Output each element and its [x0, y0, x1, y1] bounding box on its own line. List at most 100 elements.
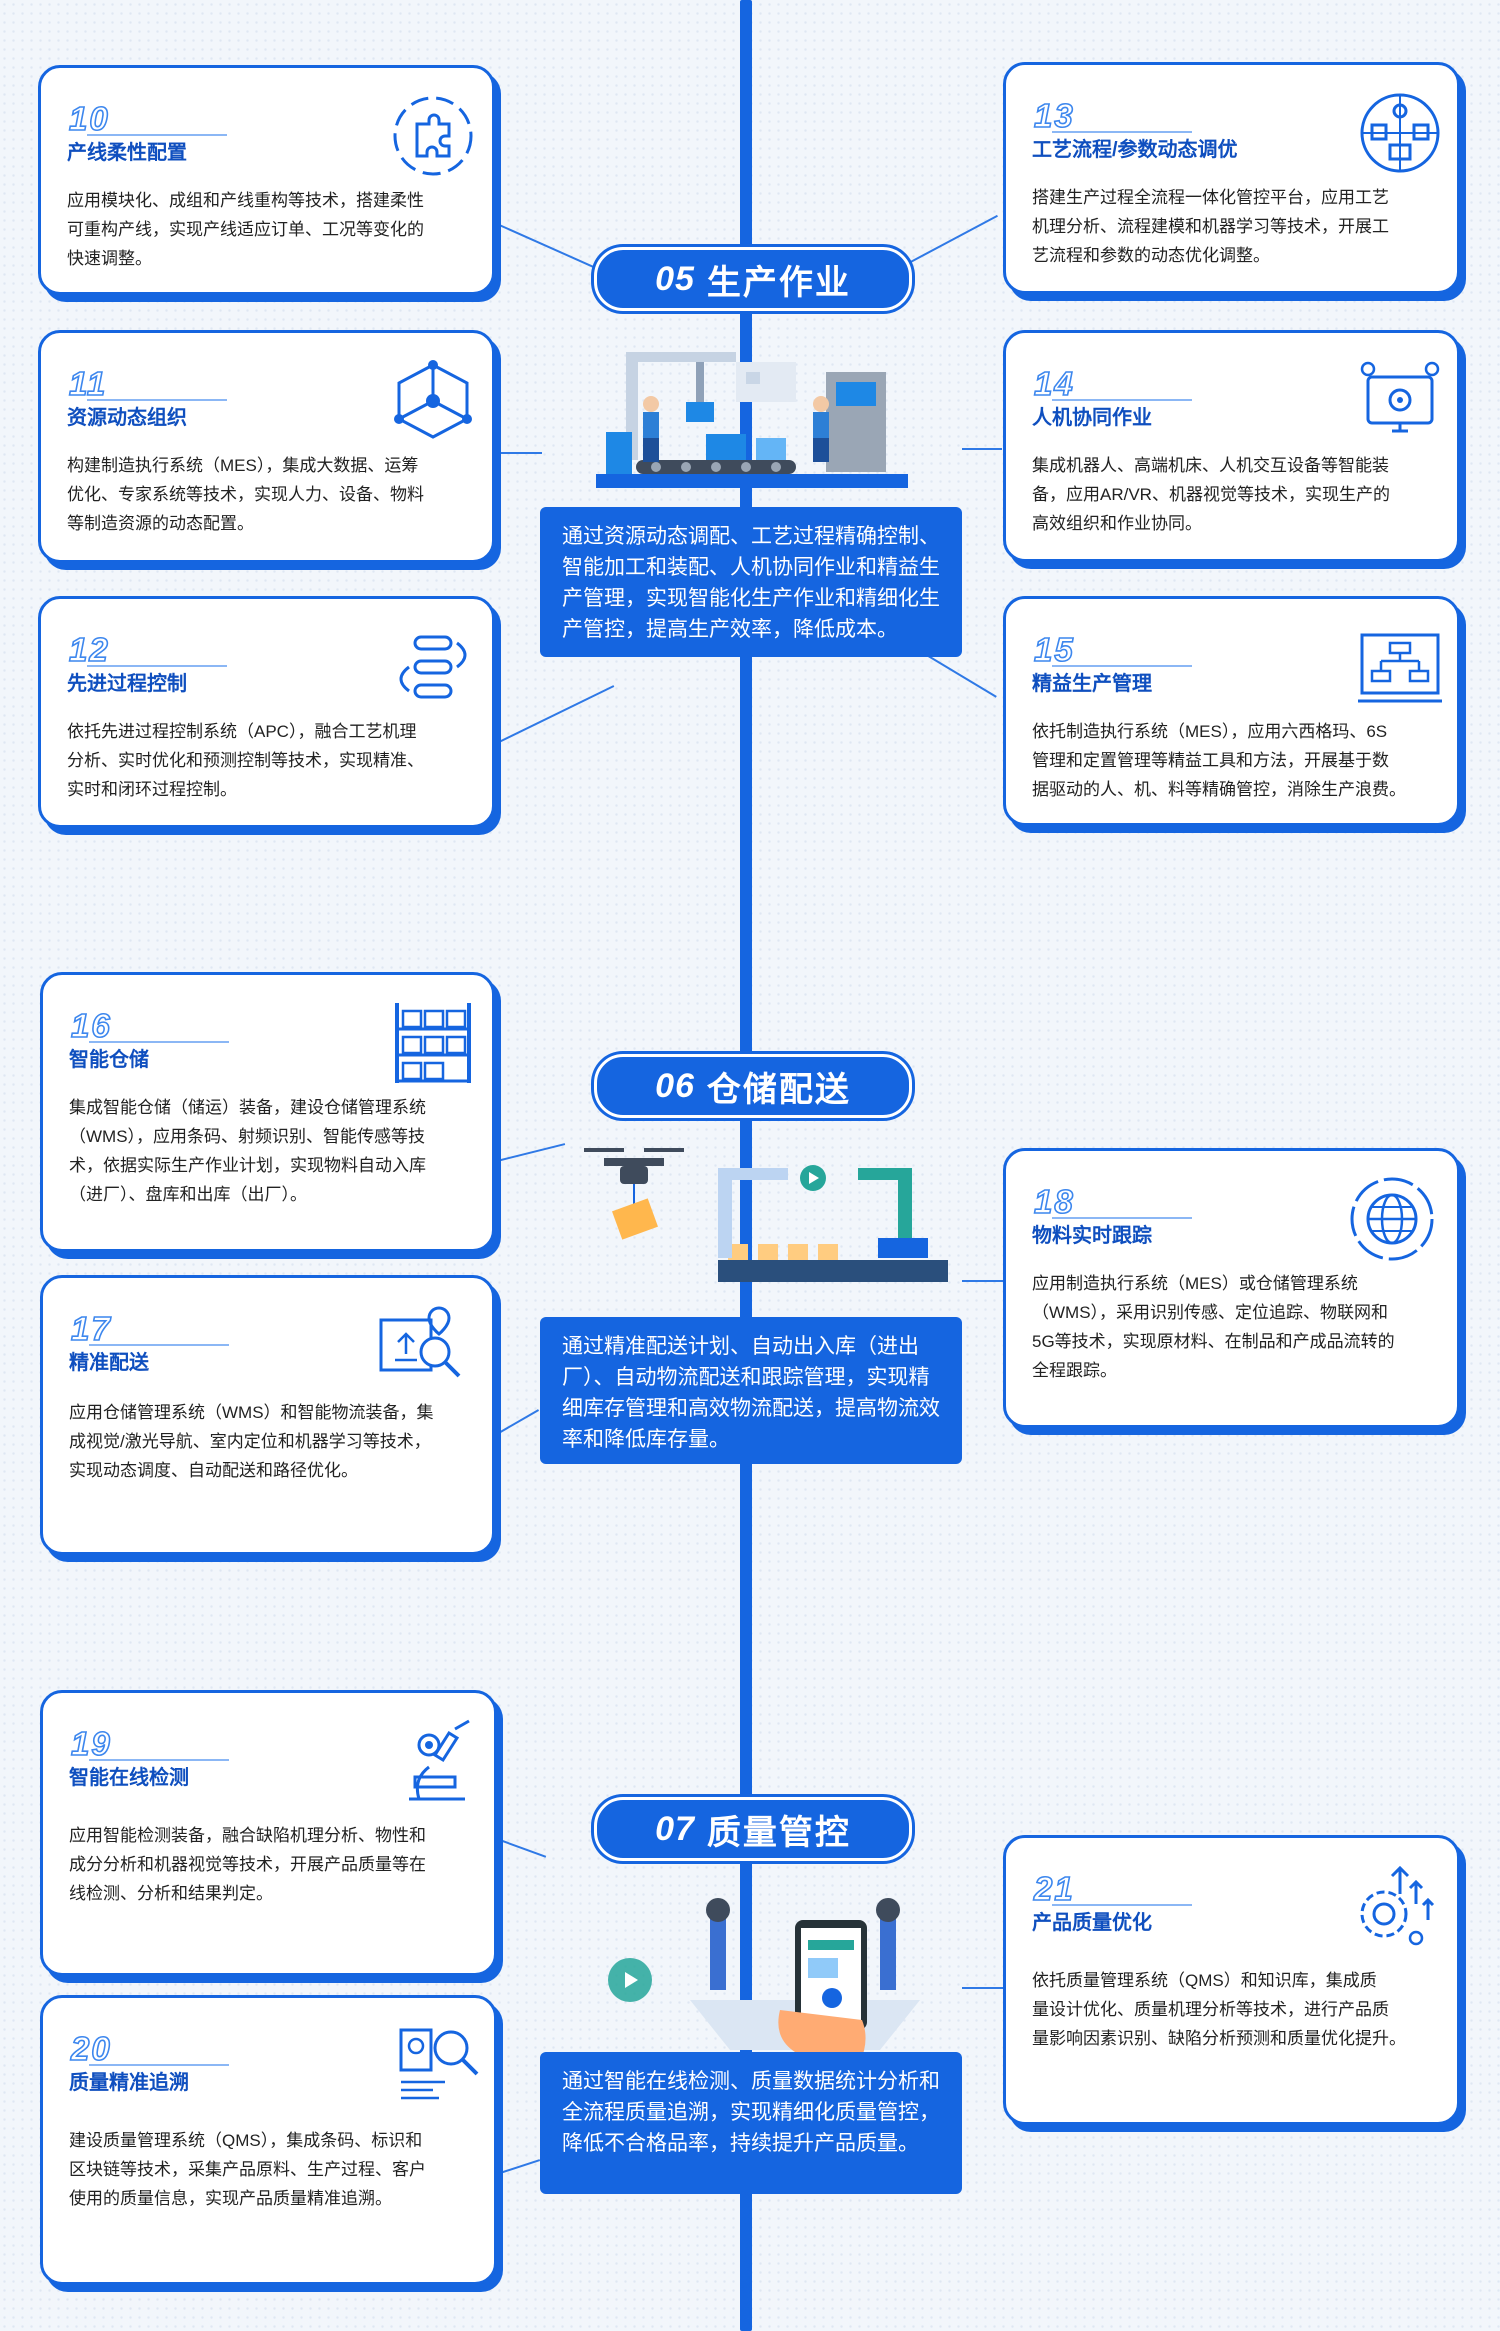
card-number: 14 [1033, 365, 1075, 402]
desc-line: 量设计优化、质量机理分析等技术，进行产品质 [1032, 2000, 1389, 2019]
desc-line: （WMS），采用识别传感、定位追踪、物联网和 [1032, 1303, 1389, 1322]
card-13: 13 工艺流程/参数动态调优 搭建生产过程全流程一体化管控平台，应用工艺 机理分… [1003, 62, 1460, 294]
org-chart-icon [1354, 621, 1446, 713]
card-18: 18 物料实时跟踪 应用制造执行系统（MES）或仓储管理系统 （WMS），采用识… [1003, 1148, 1460, 1428]
card-description: 依托先进过程控制系统（APC），融合工艺机理 分析、实时优化和预测控制等技术，实… [67, 717, 424, 804]
gear-growth-icon [1346, 1860, 1438, 1952]
shelf-icon [387, 997, 479, 1089]
globe-icon [1346, 1173, 1438, 1265]
desc-line: 高效组织和作业协同。 [1032, 514, 1202, 533]
desc-line: 量影响因素识别、缺陷分析预测和质量优化提升。 [1032, 2029, 1406, 2048]
number-underline [87, 665, 227, 667]
card-title: 精益生产管理 [1032, 673, 1152, 695]
card-14: 14 人机协同作业 集成机器人、高端机床、人机交互设备等智能装 备，应用AR/V… [1003, 330, 1460, 562]
number-underline [1052, 131, 1192, 133]
connector-line [496, 223, 603, 272]
card-title: 智能在线检测 [69, 1767, 189, 1789]
card-description: 集成机器人、高端机床、人机交互设备等智能装 备，应用AR/VR、机器视觉等技术，… [1032, 451, 1390, 538]
section-summary-05: 通过资源动态调配、工艺过程精确控制、智能加工和装配、人机协同作业和精益生产管理，… [540, 507, 962, 657]
card-description: 应用制造执行系统（MES）或仓储管理系统 （WMS），采用识别传感、定位追踪、物… [1032, 1269, 1395, 1385]
desc-line: 管理和定置管理等精益工具和方法，开展基于数 [1032, 751, 1389, 770]
desc-line: （WMS），应用条码、射频识别、智能传感等技 [69, 1127, 426, 1146]
card-number: 15 [1033, 631, 1075, 668]
package-location-icon [373, 1300, 465, 1392]
card-19: 19 智能在线检测 应用智能检测装备，融合缺陷机理分析、物性和 成分分析和机器视… [40, 1690, 497, 1976]
desc-line: 搭建生产过程全流程一体化管控平台，应用工艺 [1032, 188, 1389, 207]
desc-line: 依托质量管理系统（QMS）和知识库，集成质 [1032, 1971, 1377, 1990]
number-underline [89, 1344, 229, 1346]
desc-line: 成视觉/激光导航、室内定位和机器学习等技术， [69, 1432, 431, 1451]
card-description: 构建制造执行系统（MES），集成大数据、运筹 优化、专家系统等技术，实现人力、设… [67, 451, 424, 538]
number-underline [87, 399, 227, 401]
card-title: 产线柔性配置 [67, 142, 187, 164]
section-title: 仓储配送 [706, 1070, 851, 1109]
desc-line: 应用制造执行系统（MES）或仓储管理系统 [1032, 1274, 1358, 1293]
process-flow-icon [387, 621, 479, 713]
section-badge-05: 05 生产作业 [594, 247, 912, 311]
card-title: 资源动态组织 [67, 407, 187, 429]
phone-robot-quality-illustration [580, 1880, 940, 2065]
connector-line [496, 2159, 541, 2175]
network-cube-icon [387, 355, 479, 447]
connector-line [496, 1143, 566, 1162]
card-10: 10 产线柔性配置 应用模块化、成组和产线重构等技术，搭建柔性 可重构产线，实现… [38, 65, 495, 295]
desc-line: 艺流程和参数的动态优化调整。 [1032, 246, 1270, 265]
card-15: 15 精益生产管理 依托制造执行系统（MES），应用六西格玛、6S 管理和定置管… [1003, 596, 1460, 826]
desc-line: 应用智能检测装备，融合缺陷机理分析、物性和 [69, 1826, 426, 1845]
microscope-icon [389, 1715, 481, 1807]
connector-line [962, 448, 1002, 450]
connector-line [962, 1280, 1004, 1282]
drone-robot-arm-illustration [568, 1128, 958, 1300]
puzzle-icon [387, 90, 479, 182]
desc-line: 备，应用AR/VR、机器视觉等技术，实现生产的 [1032, 485, 1390, 504]
desc-line: 全程跟踪。 [1032, 1361, 1117, 1380]
card-20: 20 质量精准追溯 建设质量管理系统（QMS），集成条码、标识和 区块链等技术，… [40, 1995, 497, 2285]
card-title: 精准配送 [69, 1352, 149, 1374]
desc-line: 术，依据实际生产作业计划，实现物料自动入库 [69, 1156, 426, 1175]
number-underline [1052, 399, 1192, 401]
connector-line [497, 452, 542, 454]
number-underline [87, 134, 227, 136]
desc-line: 优化、专家系统等技术，实现人力、设备、物料 [67, 485, 424, 504]
card-number: 10 [68, 100, 110, 137]
number-underline [1052, 1217, 1192, 1219]
desc-line: 区块链等技术，采集产品原料、生产过程、客户 [69, 2160, 426, 2179]
desc-line: 集成智能仓储（储运）装备，建设仓储管理系统 [69, 1098, 426, 1117]
number-underline [1052, 665, 1192, 667]
desc-line: 应用模块化、成组和产线重构等技术，搭建柔性 [67, 191, 424, 210]
card-21: 21 产品质量优化 依托质量管理系统（QMS）和知识库，集成质 量设计优化、质量… [1003, 1835, 1460, 2125]
card-12: 12 先进过程控制 依托先进过程控制系统（APC），融合工艺机理 分析、实时优化… [38, 596, 495, 828]
factory-workers-illustration [596, 342, 908, 500]
desc-line: 快速调整。 [67, 249, 152, 268]
card-16: 16 智能仓储 集成智能仓储（储运）装备，建设仓储管理系统 （WMS），应用条码… [40, 972, 495, 1252]
number-underline [89, 2064, 229, 2066]
connector-line [962, 1987, 1004, 1989]
desc-line: 可重构产线，实现产线适应订单、工况等变化的 [67, 220, 424, 239]
section-badge-06: 06 仓储配送 [594, 1054, 912, 1118]
section-number: 06 [655, 1066, 695, 1105]
section-title: 生产作业 [706, 263, 851, 302]
desc-line: 依托先进过程控制系统（APC），融合工艺机理 [67, 722, 417, 741]
card-description: 集成智能仓储（储运）装备，建设仓储管理系统 （WMS），应用条码、射频识别、智能… [69, 1093, 426, 1209]
desc-line: 据驱动的人、机、料等精确管控，消除生产浪费。 [1032, 780, 1406, 799]
connector-line [496, 1409, 540, 1435]
card-title: 先进过程控制 [67, 673, 187, 695]
card-number: 19 [70, 1725, 112, 1762]
desc-line: 线检测、分析和结果判定。 [69, 1884, 273, 1903]
desc-line: 使用的质量信息，实现产品质量精准追溯。 [69, 2189, 392, 2208]
number-underline [1052, 1904, 1192, 1906]
desc-line: （进厂）、盘库和出库（出厂）。 [69, 1185, 307, 1204]
card-description: 应用智能检测装备，融合缺陷机理分析、物性和 成分分析和机器视觉等技术，开展产品质… [69, 1821, 426, 1908]
desc-line: 集成机器人、高端机床、人机交互设备等智能装 [1032, 456, 1389, 475]
desc-line: 5G等技术，实现原材料、在制品和产成品流转的 [1032, 1332, 1395, 1351]
card-number: 12 [68, 631, 110, 668]
card-number: 17 [70, 1310, 112, 1347]
card-description: 搭建生产过程全流程一体化管控平台，应用工艺 机理分析、流程建模和机器学习等技术，… [1032, 183, 1389, 270]
section-summary-07: 通过智能在线检测、质量数据统计分析和全流程质量追溯，实现精细化质量管控，降低不合… [540, 2052, 962, 2194]
desc-line: 建设质量管理系统（QMS），集成条码、标识和 [69, 2131, 423, 2150]
desc-line: 实时和闭环过程控制。 [67, 780, 237, 799]
desc-line: 分析、实时优化和预测控制等技术，实现精准、 [67, 751, 424, 770]
card-description: 建设质量管理系统（QMS），集成条码、标识和 区块链等技术，采集产品原料、生产过… [69, 2126, 426, 2213]
connector-line [496, 1838, 547, 1858]
card-description: 依托制造执行系统（MES），应用六西格玛、6S 管理和定置管理等精益工具和方法，… [1032, 717, 1406, 804]
